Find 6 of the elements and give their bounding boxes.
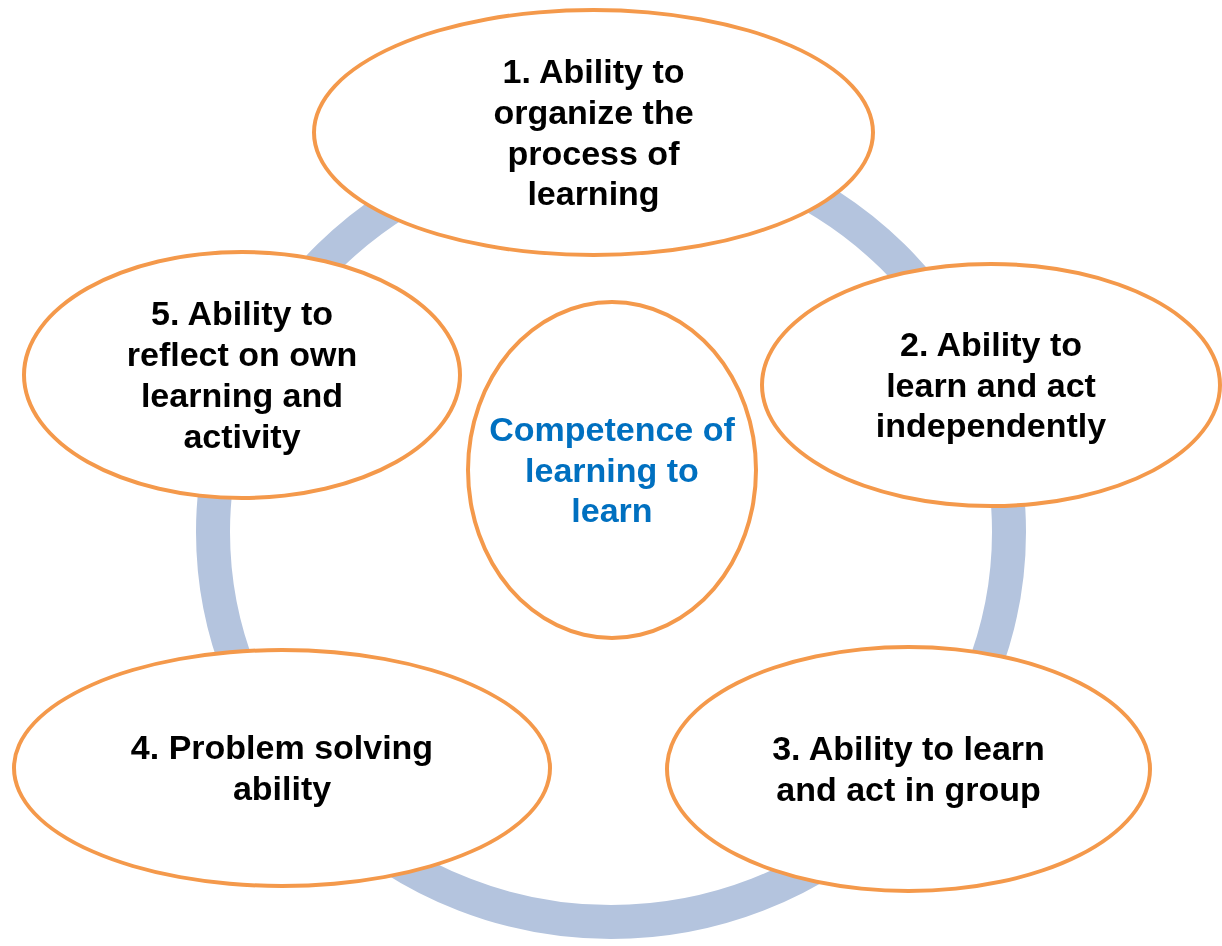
node-label: 4. Problem solving ability: [129, 727, 435, 809]
node-label: 3. Ability to learn and act in group: [771, 728, 1046, 810]
node-label: 2. Ability to learn and act independently: [874, 323, 1108, 447]
node-label: 1. Ability to organize the process of learning: [492, 50, 695, 215]
node-label: Competence of learning to learn: [488, 408, 736, 532]
node-label: 5. Ability to reflect on own learning and activity: [125, 293, 359, 457]
